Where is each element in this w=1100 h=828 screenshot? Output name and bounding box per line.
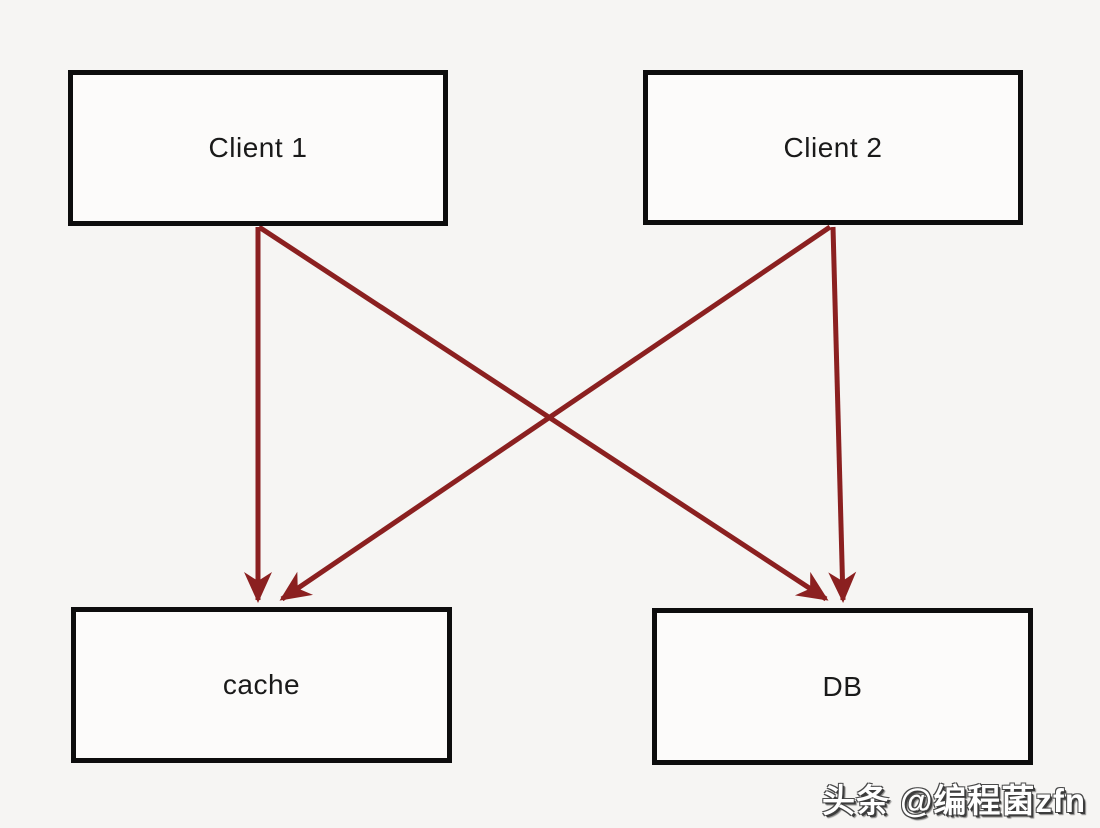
node-cache-label: cache [222,669,301,700]
node-db: DB [652,608,1033,765]
watermark: 头条 @编程菌zfn [822,782,1086,819]
node-client-2-label: Client 2 [783,131,883,163]
node-client-1-label: Client 1 [208,132,308,163]
edge-client2-cache [279,224,832,602]
node-client-1: Client 1 [68,70,448,226]
edge-client1-db [257,224,829,602]
node-db-label: DB [822,670,863,702]
edge-client2-db [828,226,857,603]
edges-group [244,224,857,603]
node-cache: cache [71,607,452,763]
node-client-2: Client 2 [643,70,1023,225]
